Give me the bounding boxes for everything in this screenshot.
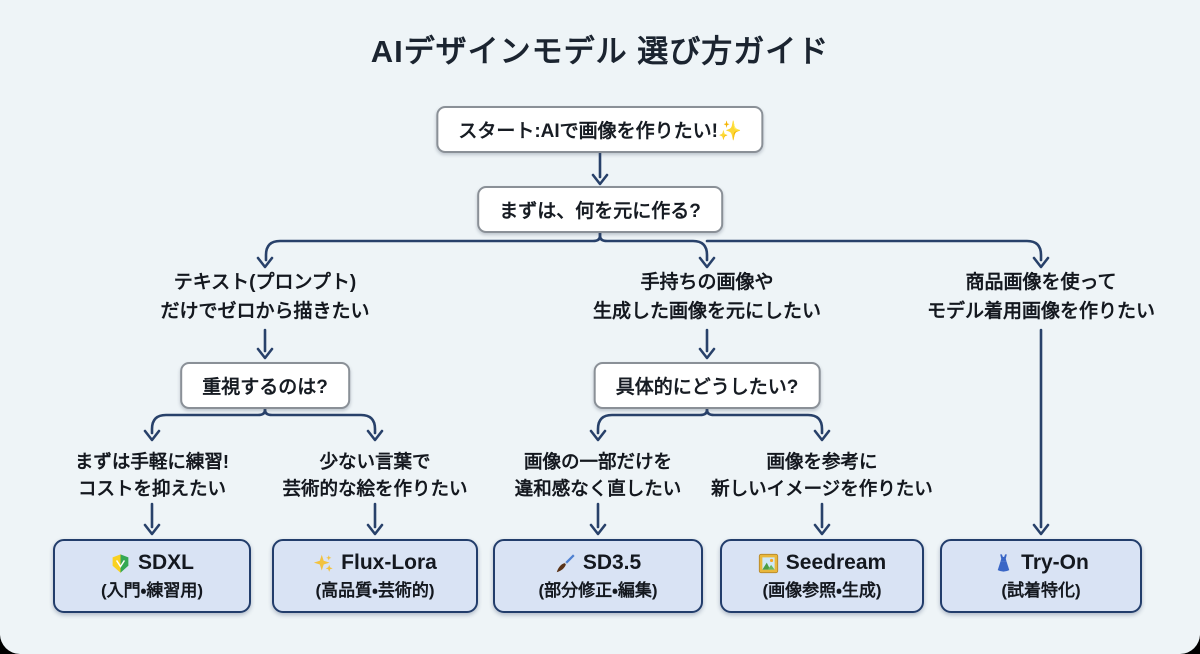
option-line: コストを抑えたい <box>77 477 227 499</box>
result-subtitle: (試着特化) <box>1001 581 1081 600</box>
branch-condition-line: だけでゼロから描きたい <box>160 300 370 322</box>
branch-condition-text: テキスト(プロンプト) だけでゼロから描きたい <box>160 269 369 326</box>
option-line: 芸術的な絵を作りたい <box>282 477 468 499</box>
branch-condition-line: モデル着用画像を作りたい <box>926 300 1156 322</box>
result-title-row: Try-On <box>993 551 1089 575</box>
result-icon <box>555 553 576 574</box>
result-title-row: Flux-Lora <box>313 551 437 575</box>
option-line: 画像の一部だけを <box>523 451 673 472</box>
result-node-flux-lora: Flux-Lora (高品質・芸術的) <box>272 539 478 613</box>
question-node-priority: 重視するのは? <box>180 362 350 409</box>
option-line: 新しいイメージを作りたい <box>711 477 933 499</box>
option-label: 少ない言葉で 芸術的な絵を作りたい <box>282 449 467 503</box>
result-subtitle: (部分修正・編集) <box>538 581 658 600</box>
sparkles-icon <box>314 554 333 571</box>
result-subtitle: (画像参照・生成) <box>762 581 882 600</box>
page-title: AIデザインモデル 選び方ガイド <box>370 34 830 69</box>
result-name: Seedream <box>785 551 887 574</box>
option-label: 画像を参考に 新しいイメージを作りたい <box>711 449 933 503</box>
result-title-row: SDXL <box>110 551 194 575</box>
question-node-specific: 具体的にどうしたい? <box>593 362 821 409</box>
result-node-seedream: Seedream (画像参照・生成) <box>720 539 924 613</box>
result-name: SD3.5 <box>582 551 642 574</box>
result-icon <box>758 553 779 574</box>
dress-icon <box>998 554 1010 571</box>
branch-condition-product: 商品画像を使って モデル着用画像を作りたい <box>927 269 1155 326</box>
branch-condition-line: 商品画像を使って <box>965 272 1117 293</box>
result-title-row: SD3.5 <box>555 551 641 575</box>
result-icon <box>110 553 131 574</box>
option-line: 画像を参考に <box>766 451 878 472</box>
result-subtitle: (入門・練習用) <box>100 581 204 600</box>
paintbrush-icon <box>557 554 575 572</box>
branch-condition-image: 手持ちの画像や 生成した画像を元にしたい <box>593 269 821 326</box>
result-name: Flux-Lora <box>341 551 437 574</box>
option-label: まずは手軽に練習! コストを抑えたい <box>75 449 229 503</box>
result-icon <box>993 553 1014 574</box>
result-name: SDXL <box>137 551 194 574</box>
result-subtitle: (高品質・芸術的) <box>315 581 435 600</box>
option-line: まずは手軽に練習! <box>74 451 230 472</box>
option-line: 少ない言葉で <box>319 451 431 472</box>
result-node-sdxl: SDXL (入門・練習用) <box>53 539 251 613</box>
result-icon <box>313 553 334 574</box>
start-node: スタート:AIで画像を作りたい!✨ <box>436 106 764 153</box>
branch-condition-line: 生成した画像を元にしたい <box>592 300 822 322</box>
framed-picture-icon <box>759 554 777 572</box>
result-node-try-on: Try-On (試着特化) <box>940 539 1142 613</box>
result-node-sd35: SD3.5 (部分修正・編集) <box>493 539 703 613</box>
result-title-row: Seedream <box>758 551 886 575</box>
result-name: Try-On <box>1021 551 1089 574</box>
option-label: 画像の一部だけを 違和感なく直したい <box>515 449 682 503</box>
branch-condition-line: テキスト(プロンプト) <box>173 272 357 293</box>
beginner-icon <box>113 554 129 572</box>
option-line: 違和感なく直したい <box>514 477 682 499</box>
branch-condition-line: 手持ちの画像や <box>640 272 774 293</box>
root-question-node: まずは、何を元に作る? <box>477 186 723 233</box>
